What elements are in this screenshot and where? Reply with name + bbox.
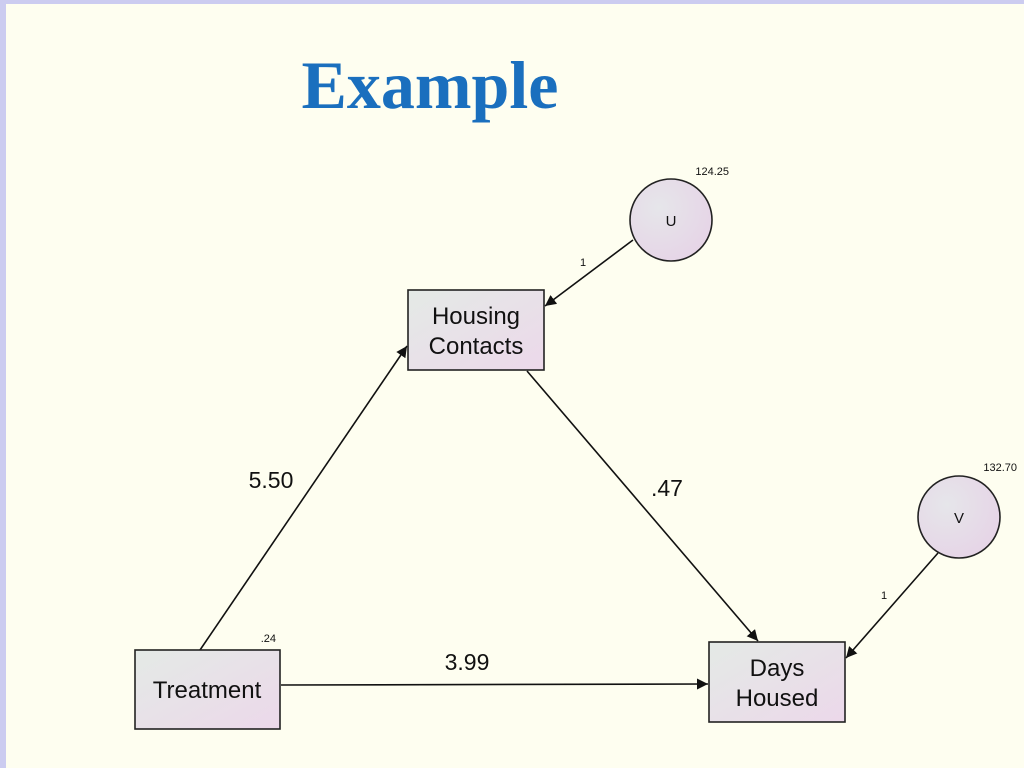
coef-treatment-to-housing: 5.50: [249, 467, 294, 493]
node-error-v: V 132.70: [917, 462, 1017, 559]
treatment-variance: .24: [261, 633, 276, 645]
slide-title: Example: [301, 47, 559, 123]
error-u-label: U: [666, 213, 677, 230]
days-housed-box: [708, 641, 846, 723]
node-treatment: Treatment .24: [134, 633, 281, 730]
housing-contacts-label-line2: Contacts: [429, 333, 524, 360]
housing-contacts-box: [407, 289, 545, 371]
path-housing-contacts-to-days-housed: [526, 370, 759, 642]
coef-housing-to-days: .47: [651, 475, 683, 501]
node-error-u: U 124.25: [629, 166, 729, 262]
coef-v-to-days: 1: [881, 590, 887, 602]
node-days-housed: Days Housed: [708, 641, 846, 723]
path-treatment-to-days-housed: [280, 678, 709, 690]
days-housed-label-line1: Days: [750, 655, 805, 682]
days-housed-label-line2: Housed: [736, 685, 819, 712]
path-v-to-days-housed: [845, 552, 939, 659]
path-u-to-housing-contacts: [544, 239, 634, 307]
path-treatment-to-housing-contacts: [199, 345, 408, 651]
error-v-label: V: [954, 510, 964, 527]
error-v-circle: [917, 475, 1001, 559]
error-u-variance: 124.25: [695, 166, 729, 178]
housing-contacts-label-line1: Housing: [432, 303, 520, 330]
treatment-box: [134, 649, 281, 730]
treatment-label: Treatment: [153, 677, 262, 704]
coef-u-to-housing: 1: [580, 257, 586, 269]
slide-background: [6, 4, 1024, 768]
error-v-variance: 132.70: [983, 462, 1017, 474]
node-housing-contacts: Housing Contacts: [407, 289, 545, 371]
coef-treatment-to-days: 3.99: [445, 649, 490, 675]
error-u-circle: [629, 178, 713, 262]
